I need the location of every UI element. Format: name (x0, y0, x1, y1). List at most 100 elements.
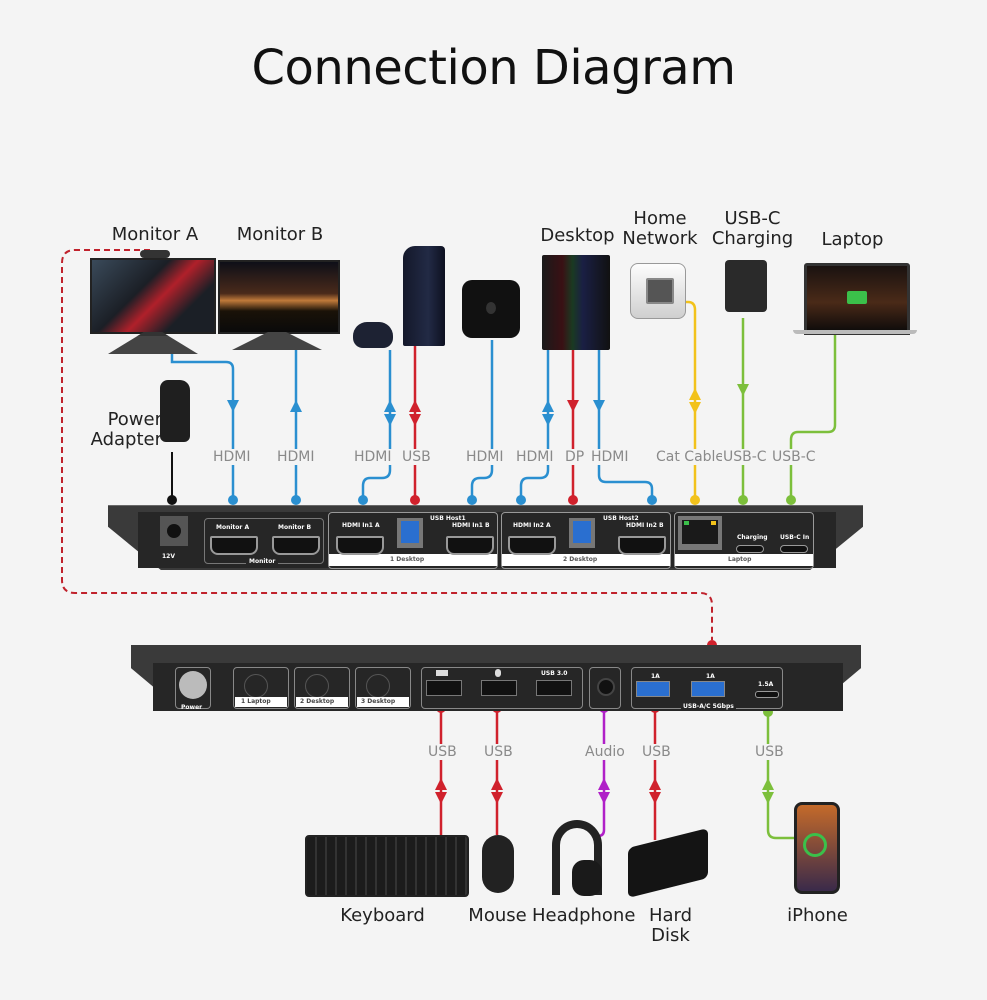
wire-headphone (597, 710, 606, 838)
wire-desktop-hdmi-b (597, 345, 654, 498)
label-iphone: iPhone (787, 905, 848, 926)
cable-label: USB-C (771, 449, 817, 465)
label-headphone: Headphone (532, 905, 636, 926)
game-controller-image (353, 322, 393, 348)
label-keyboard: Keyboard (340, 905, 425, 926)
monitor-b-image (218, 260, 340, 334)
cable-label: HDMI (515, 449, 555, 465)
cable-label: HDMI (276, 449, 316, 465)
rear-panel: 12V Monitor A Monitor B Monitor HDMI In1… (108, 498, 863, 570)
cable-label: USB (483, 744, 514, 760)
usbc-charger-image (725, 260, 767, 312)
wire-monitor-a (170, 350, 235, 498)
label-desktop1: 1 Desktop (390, 556, 425, 563)
cable-label: HDMI (590, 449, 630, 465)
usb-a-port-blue-2[interactable] (691, 681, 725, 697)
cable-label: USB-C (722, 449, 768, 465)
label-btn1: 1 Laptop (241, 698, 271, 705)
headphone-image (552, 820, 602, 895)
cable-label: Audio (584, 744, 626, 760)
dashed-link-wire (61, 249, 713, 640)
power-adapter-image (160, 380, 190, 442)
usb-b-port-host2[interactable] (569, 518, 595, 548)
label-hard-disk: Hard Disk (648, 905, 693, 946)
switch-button-1[interactable] (233, 667, 289, 709)
usb-a-port-blue-1[interactable] (636, 681, 670, 697)
switch-button-2[interactable] (294, 667, 350, 709)
usb-a-port-mouse[interactable] (481, 680, 517, 696)
label-laptop-port: Laptop (728, 556, 752, 563)
label-laptop: Laptop (821, 229, 884, 250)
headphone-cup (572, 860, 602, 896)
desktop-tower-image (542, 255, 610, 350)
cable-label: DP (564, 449, 586, 465)
label-usb-host2: USB Host2 (603, 515, 639, 522)
usbc-port-in[interactable] (780, 545, 808, 553)
label-1-5a: 1.5A (758, 681, 774, 688)
switch-button-3[interactable] (355, 667, 411, 709)
usb-a-port-3[interactable] (536, 680, 572, 696)
usb-a-port-keyboard[interactable] (426, 680, 462, 696)
usbc-port-charging[interactable] (736, 545, 764, 553)
label-monitor-a-port: Monitor A (216, 524, 250, 531)
monitor-a-image (90, 258, 216, 334)
cable-label: Cat Cable (655, 449, 726, 465)
port-dots-top (167, 495, 796, 505)
dc-power-port (160, 516, 188, 546)
mouse-icon (495, 669, 501, 677)
apple-tv-image (462, 280, 520, 338)
label-usbc-in: USB-C In (780, 534, 810, 541)
label-hdmi-in2a: HDMI In2 A (513, 522, 551, 529)
keyboard-image (305, 835, 469, 897)
label-hdmi-in1b: HDMI In1 B (452, 522, 490, 529)
laptop-base (793, 330, 917, 334)
label-monitor-group: Monitor (246, 558, 279, 565)
label-charging: Charging (737, 534, 768, 541)
hdmi-port-in2b[interactable] (618, 536, 666, 555)
label-monitor-a: Monitor A (111, 224, 199, 245)
webcam-icon (140, 250, 170, 258)
label-mouse: Mouse (468, 905, 527, 926)
cable-label: USB (427, 744, 458, 760)
wire-appletv-hdmi (470, 340, 494, 498)
keyboard-icon (436, 670, 448, 676)
wire-laptop-usbc (789, 332, 837, 498)
mouse-image (482, 835, 514, 893)
label-monitor-b-port: Monitor B (278, 524, 312, 531)
wire-iphone (766, 710, 795, 840)
usb-b-port-host1[interactable] (397, 518, 423, 548)
hdmi-port-in2a[interactable] (508, 536, 556, 555)
hdmi-port-monitor-a[interactable] (210, 536, 258, 555)
wire-console-hdmi (361, 350, 392, 498)
label-btn3: 3 Desktop (361, 698, 396, 705)
hdmi-port-in1b[interactable] (446, 536, 494, 555)
wire-desktop-hdmi-a (519, 345, 550, 498)
label-1a-2: 1A (706, 673, 715, 680)
cable-label: HDMI (212, 449, 252, 465)
usbc-port-front[interactable] (755, 691, 779, 698)
label-power: Power (181, 704, 203, 711)
power-button[interactable] (175, 667, 211, 709)
audio-jack[interactable] (589, 667, 621, 709)
label-1a-1: 1A (651, 673, 660, 680)
ethernet-port[interactable] (678, 516, 722, 550)
hdmi-port-in1a[interactable] (336, 536, 384, 555)
label-hdmi-in2b: HDMI In2 B (626, 522, 664, 529)
label-desktop2: 2 Desktop (563, 556, 598, 563)
laptop-image (804, 263, 910, 335)
label-12v: 12V (162, 553, 175, 560)
cable-label: USB (641, 744, 672, 760)
cable-label: HDMI (353, 449, 393, 465)
cable-label: USB (754, 744, 785, 760)
label-usb-host1: USB Host1 (430, 515, 466, 522)
label-power-adapter: Power Adapter (90, 409, 162, 450)
label-btn2: 2 Desktop (300, 698, 335, 705)
cable-label: HDMI (465, 449, 505, 465)
wire-cat-cable (680, 300, 697, 498)
game-console-image (403, 246, 445, 346)
cable-label: USB (401, 449, 432, 465)
label-home-network: Home Network (622, 208, 698, 249)
hdmi-port-monitor-b[interactable] (272, 536, 320, 555)
front-panel: Power 1 Laptop 2 Desktop 3 Desktop USB 3… (131, 645, 861, 715)
